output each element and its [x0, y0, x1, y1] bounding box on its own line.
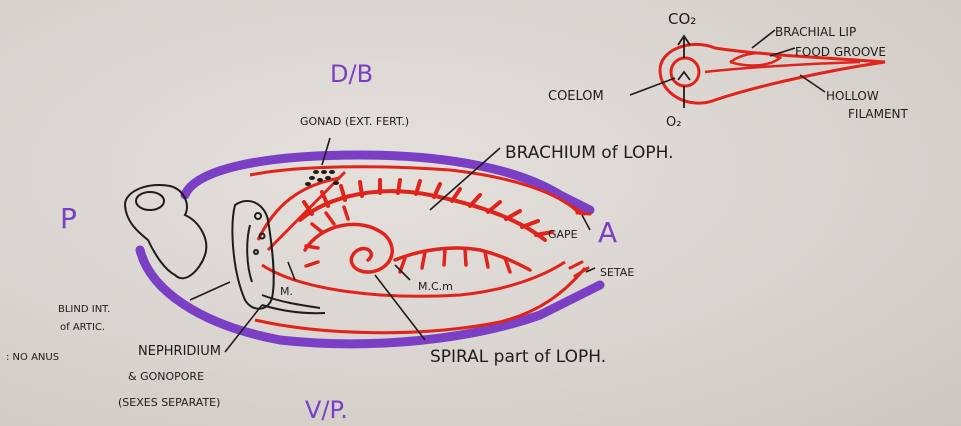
mcm-label: M.C.m — [418, 280, 453, 293]
setae-label: SETAE — [600, 266, 634, 279]
hollow-label-line2: FILAMENT — [848, 107, 909, 121]
blind-int-line2: of ARTIC. — [60, 322, 105, 333]
o2-label: O₂ — [666, 115, 681, 130]
gonad-label: GONAD (EXT. FERT.) — [300, 115, 409, 128]
setae-marks — [570, 206, 590, 276]
nephridium-line1: NEPHRIDIUM — [138, 344, 221, 359]
spiral-label: SPIRAL part of LOPH. — [430, 347, 606, 367]
co2-label: CO₂ — [668, 10, 696, 28]
m-label: M. — [280, 285, 293, 298]
brachium-label: BRACHIUM of LOPH. — [505, 143, 673, 163]
posterior-label: P — [60, 202, 77, 235]
gape-label: GAPE — [548, 228, 578, 241]
ventral-valve — [140, 250, 600, 344]
blind-int-line3: : NO ANUS — [6, 352, 59, 363]
food-groove-label: FOOD GROOVE — [795, 45, 886, 59]
ventral-label: V/P. — [305, 396, 348, 424]
dorsal-label: D/B — [330, 60, 373, 88]
pedicle-and-viscera — [125, 185, 325, 313]
nephridium-line2: & GONOPORE — [128, 370, 204, 383]
coelom-label: COELOM — [548, 89, 604, 104]
brachial-lip-label: BRACHIAL LIP — [775, 25, 856, 39]
blind-int-line1: BLIND INT. — [58, 304, 110, 315]
hollow-label-line1: HOLLOW — [826, 89, 879, 103]
anterior-label: A — [598, 216, 617, 249]
spiral-lophophore — [305, 207, 530, 272]
brachium-lophophore — [300, 180, 552, 240]
nephridium-line3: (SEXES SEPARATE) — [118, 396, 220, 409]
dorsal-mantle — [250, 167, 578, 212]
